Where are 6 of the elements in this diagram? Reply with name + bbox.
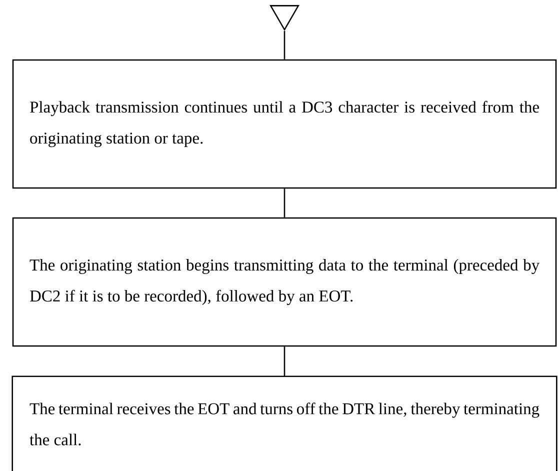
connector-line (284, 31, 286, 60)
process-box: Playback transmission continues until a DC3 character is received from the originating station or tape. (12, 59, 557, 189)
process-box: The originating station begins transmitting data to the terminal (preceded by DC2 if it is to be recorded), followed by an EOT. (12, 217, 557, 347)
connector-line (284, 188, 286, 218)
process-box: The terminal receives the EOT and turns off the DTR line, thereby terminating the call. (12, 376, 558, 471)
connector-line (284, 346, 286, 376)
